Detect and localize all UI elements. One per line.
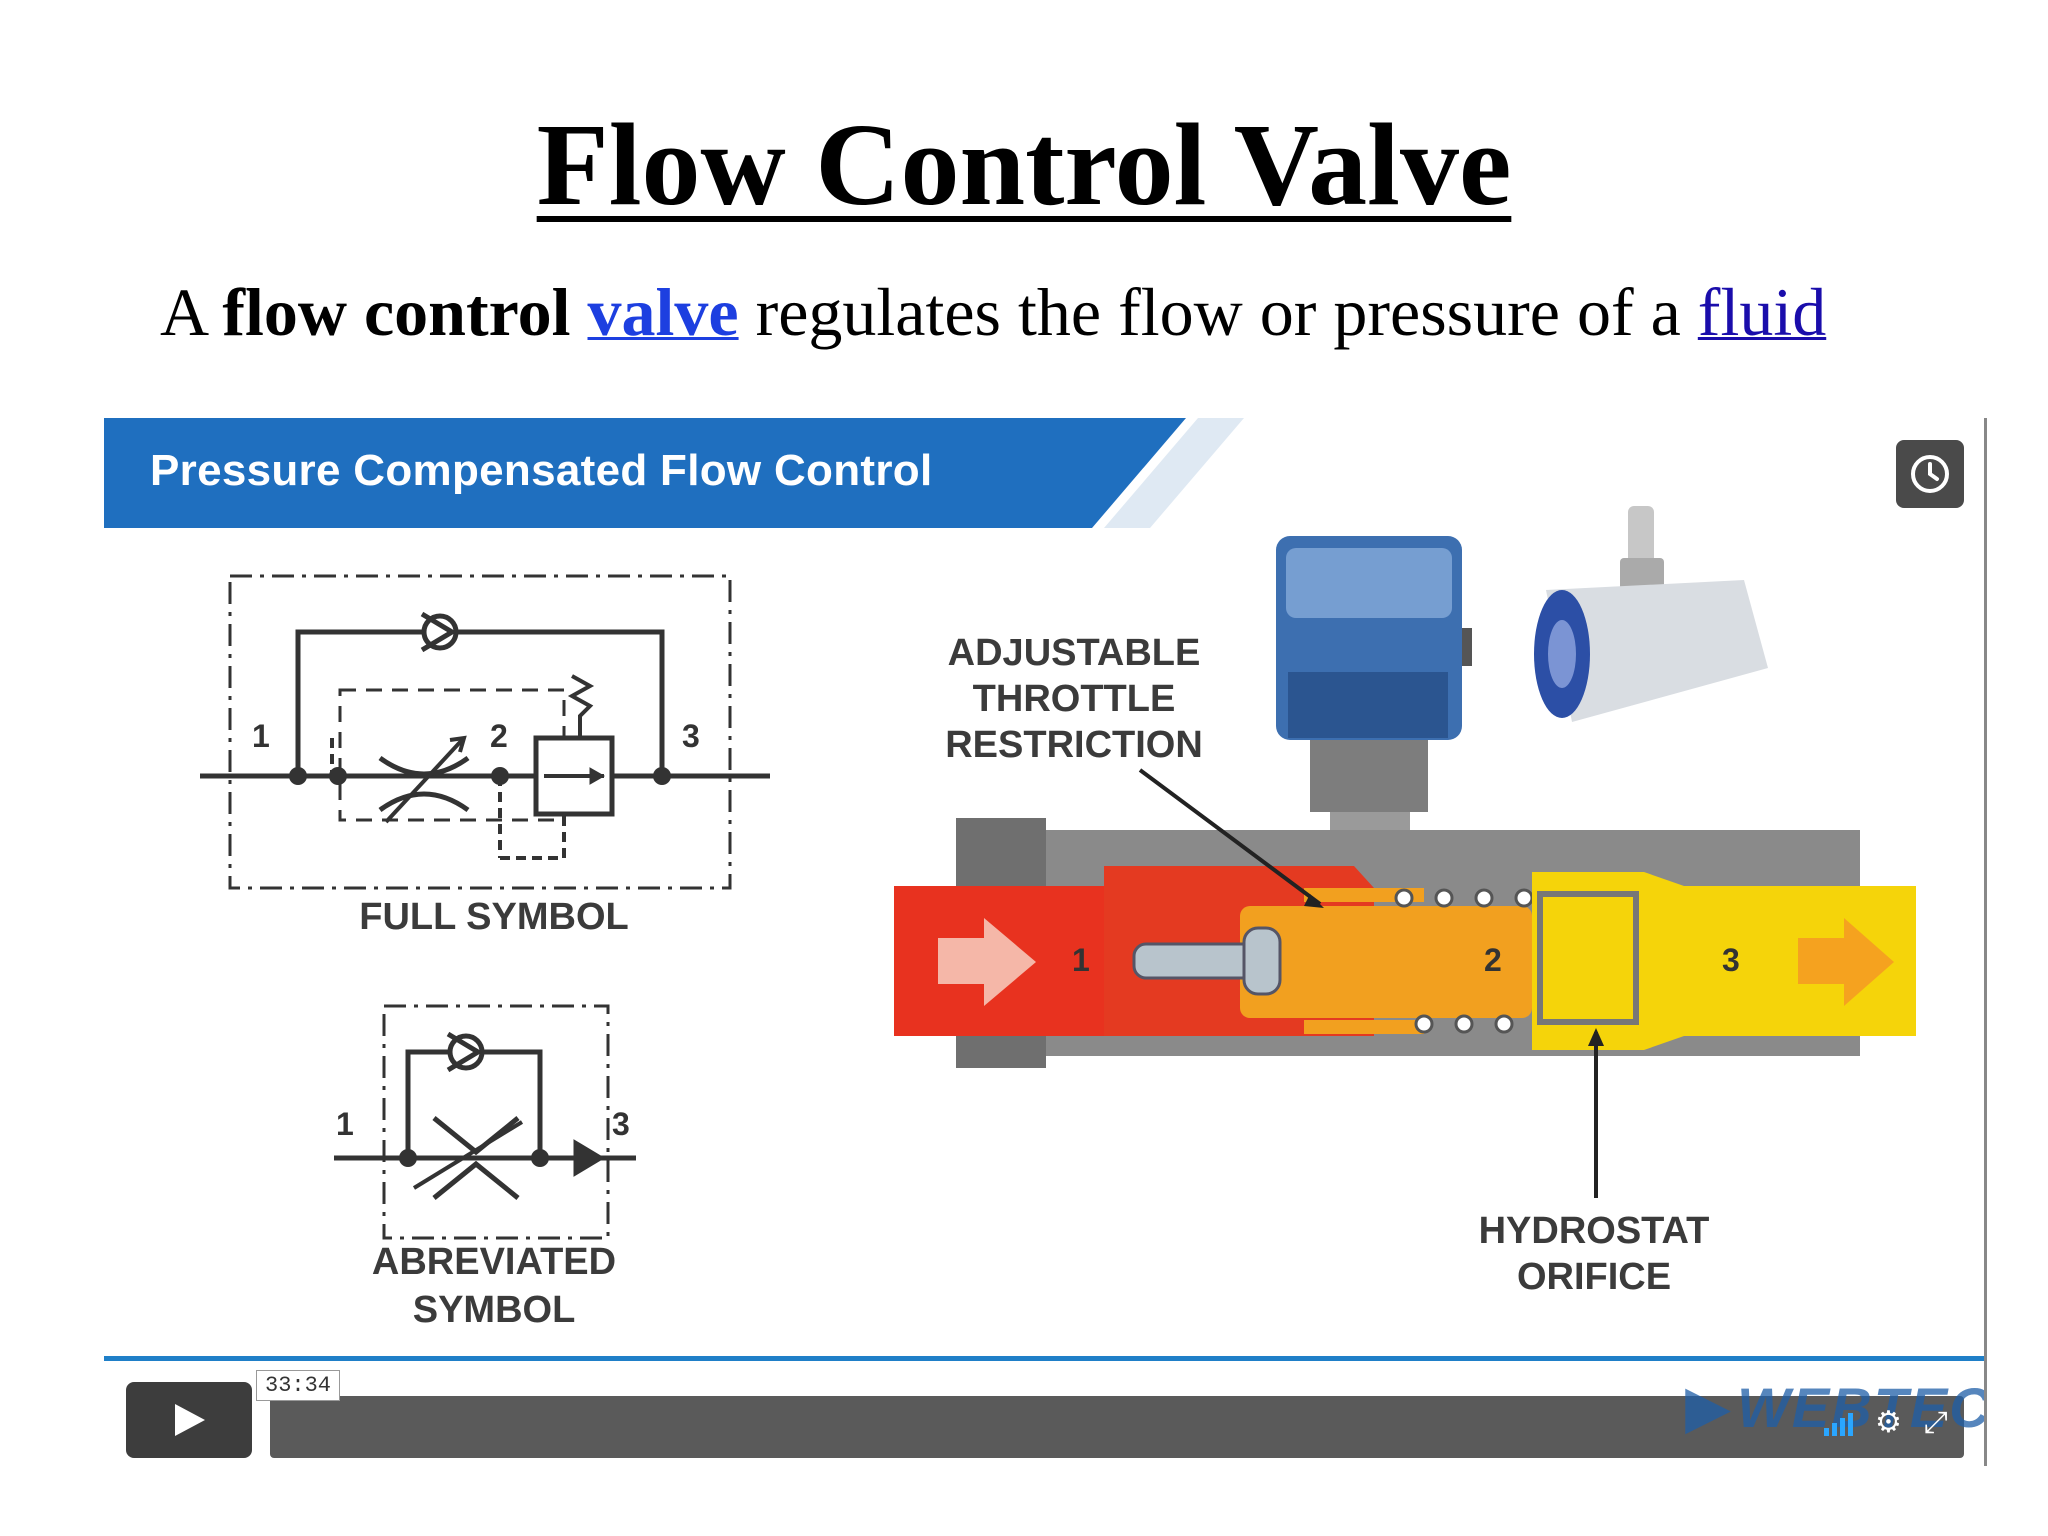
abrev-port-1: 1: [336, 1106, 354, 1142]
fluid-link[interactable]: fluid: [1697, 274, 1827, 350]
valve-link[interactable]: valve: [587, 274, 739, 350]
time-tooltip: 33:34: [256, 1370, 341, 1401]
clock-icon: [1911, 455, 1949, 493]
webtec-logo: ▶WEBTEC: [1686, 1374, 1987, 1440]
valve-cross-section: [894, 536, 1916, 1198]
controls-divider: [104, 1356, 1984, 1361]
page-subtitle: A flow control valve regulates the flow …: [160, 272, 1960, 352]
play-icon: [175, 1404, 205, 1436]
valve-port-2: 2: [1484, 942, 1502, 978]
full-symbol: [200, 574, 770, 890]
full-port-3: 3: [682, 718, 700, 754]
volume-icon[interactable]: [1824, 1410, 1853, 1436]
player-controls: 33:34 ▶WEBTEC ⚙ ⤢: [104, 1356, 1984, 1466]
play-button[interactable]: [126, 1382, 252, 1458]
abreviated-symbol: [334, 1004, 636, 1240]
fullscreen-icon[interactable]: ⤢: [1923, 1406, 1948, 1439]
subtitle-middle: regulates the flow or pressure of a: [738, 274, 1698, 350]
progress-bar[interactable]: [270, 1396, 1964, 1458]
logo-text: WEBTEC: [1737, 1375, 1987, 1439]
hydrostat-label: HYDROSTAT ORIFICE: [1478, 1210, 1710, 1298]
abreviated-symbol-label: ABREVIATED SYMBOL: [371, 1241, 617, 1331]
valve-port-1: 1: [1072, 942, 1090, 978]
video-player[interactable]: Pressure Compensated Flow Control: [104, 418, 1987, 1466]
subtitle-prefix: A: [160, 274, 223, 350]
subtitle-space: [571, 274, 588, 350]
title-banner: [104, 418, 1244, 528]
full-symbol-label: FULL SYMBOL: [359, 896, 629, 938]
page-title: Flow Control Valve: [0, 100, 2048, 230]
throttle-label: ADJUSTABLE THROTTLE RESTRICTION: [945, 632, 1203, 766]
full-port-1: 1: [252, 718, 270, 754]
full-port-2: 2: [490, 718, 508, 754]
subtitle-bold: flow control: [222, 274, 571, 350]
valve-product-image: [1534, 506, 1768, 722]
valve-port-3: 3: [1722, 942, 1740, 978]
valve-diagram: [200, 506, 1916, 1240]
banner-title: Pressure Compensated Flow Control: [150, 446, 933, 495]
page-title-text: Flow Control Valve: [536, 99, 1512, 230]
gear-icon[interactable]: ⚙: [1875, 1406, 1902, 1439]
control-icons: ⚙ ⤢: [1824, 1408, 1948, 1438]
watch-later-button[interactable]: [1896, 440, 1964, 508]
abrev-port-3: 3: [612, 1106, 630, 1142]
